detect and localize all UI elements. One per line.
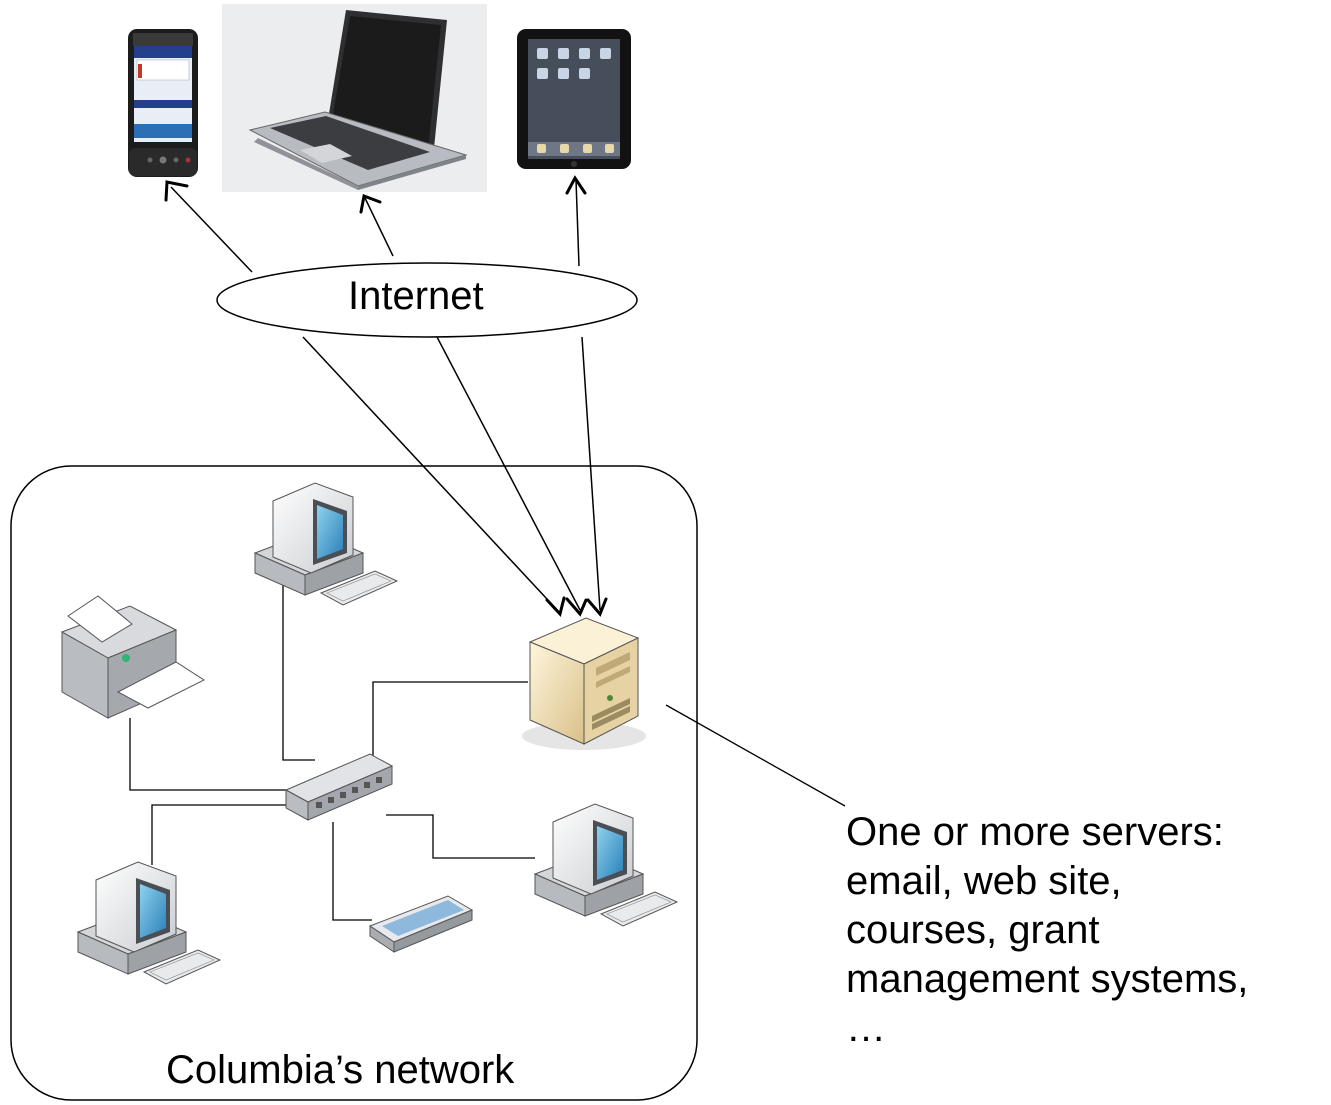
laptop-icon bbox=[222, 4, 487, 192]
servers-description-line: email, web site, bbox=[846, 859, 1122, 903]
internet-label: Internet bbox=[348, 274, 484, 318]
servers-description-line: courses, grant bbox=[846, 908, 1100, 952]
servers-description-line: management systems, bbox=[846, 957, 1249, 1001]
smartphone-icon bbox=[128, 29, 198, 177]
network-switch-icon bbox=[284, 753, 394, 821]
network-boundary bbox=[10, 465, 698, 1101]
server-callout-line bbox=[665, 704, 846, 807]
servers-description-line: … bbox=[846, 1006, 886, 1050]
servers-description: One or more servers: email, web site, co… bbox=[846, 808, 1248, 1053]
servers-description-line: One or more servers: bbox=[846, 810, 1224, 854]
lan-wiring bbox=[129, 574, 535, 921]
printer-icon bbox=[60, 595, 206, 719]
desktop-computer-icon bbox=[76, 861, 222, 985]
internet-links bbox=[170, 179, 601, 614]
tablet-icon bbox=[517, 29, 631, 169]
arrowheads-up bbox=[164, 175, 587, 214]
scanner-icon bbox=[368, 895, 474, 953]
server-icon bbox=[522, 617, 646, 750]
desktop-computer-icon bbox=[253, 482, 399, 606]
internet-cloud bbox=[216, 262, 638, 338]
arrowheads-down bbox=[545, 596, 608, 618]
network-label: Columbia’s network bbox=[166, 1048, 515, 1092]
desktop-computer-icon bbox=[533, 803, 679, 927]
